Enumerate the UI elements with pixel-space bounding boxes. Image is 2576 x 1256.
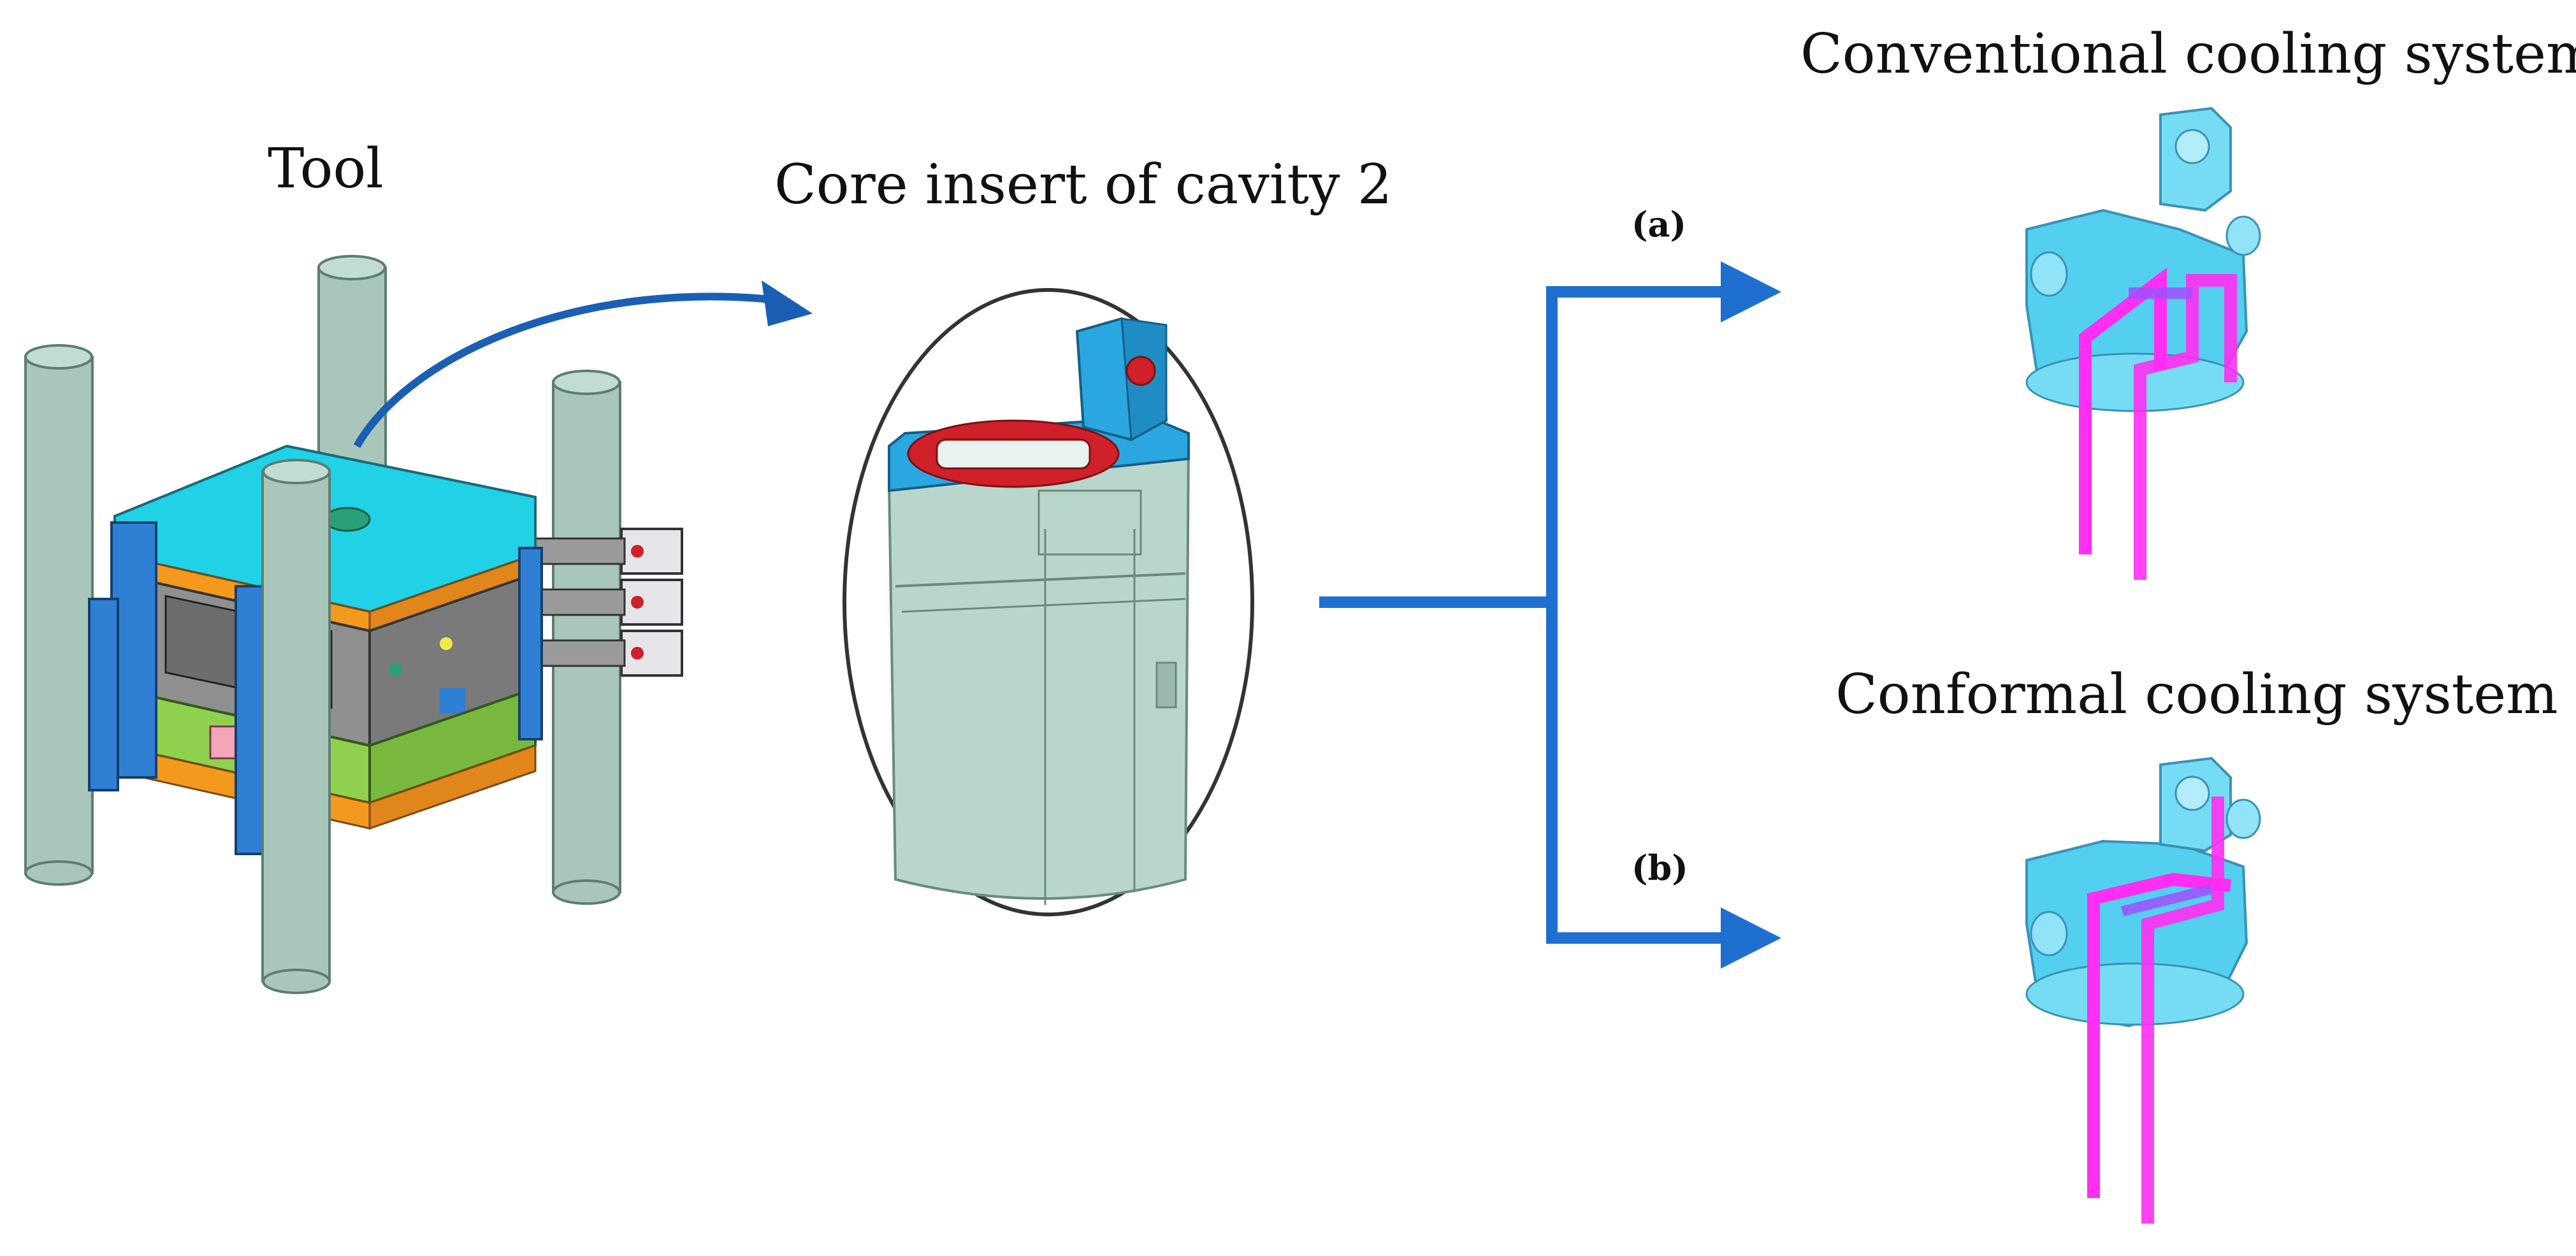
conventional-cooling-title: Conventional cooling system xyxy=(1800,22,2576,86)
injection-mold-tool-icon xyxy=(24,255,683,994)
core-insert-icon xyxy=(843,288,1254,916)
core-insert-label: Core insert of cavity 2 xyxy=(774,153,1393,217)
branch-arrows xyxy=(1319,261,1781,969)
tool-label: Tool xyxy=(268,137,384,201)
curved-arrow xyxy=(353,280,813,448)
cooling-channels-conventional xyxy=(2079,267,2237,580)
cooling-channels-conformal xyxy=(2087,797,2232,1224)
branch-a-label: (a) xyxy=(1632,204,1687,245)
conventional-cooling-part-icon xyxy=(2025,106,2261,580)
tie-bar-back-left xyxy=(24,344,94,886)
tie-bar-back-right xyxy=(552,370,621,905)
branch-b-label: (b) xyxy=(1632,848,1688,888)
conformal-cooling-title: Conformal cooling system xyxy=(1835,663,2558,726)
conformal-cooling-part-icon xyxy=(2025,756,2261,1224)
connector-blocks xyxy=(528,528,683,677)
tie-bar-front xyxy=(261,459,331,994)
tie-bar-back-mid xyxy=(317,255,387,473)
